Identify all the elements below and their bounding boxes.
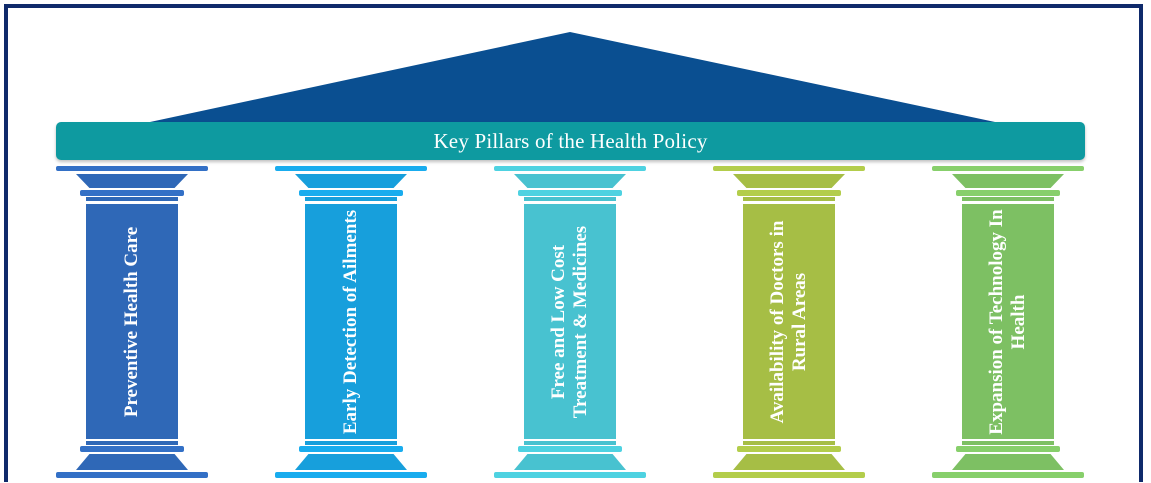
- pillar-base: [76, 454, 188, 470]
- pillar-capital: [514, 174, 626, 188]
- pillar-base-ring: [518, 446, 622, 452]
- pillar-base-neck: [962, 441, 1054, 445]
- pillar-base: [295, 454, 407, 470]
- pillar-base-neck: [524, 441, 616, 445]
- pillar-capital-slab: [275, 166, 427, 171]
- pillar-base-slab: [56, 472, 208, 478]
- pillar-preventive-health-care: Preventive Health Care: [56, 166, 208, 483]
- pillar-free-low-cost-treatment: Free and Low Cost Treatment & Medicines: [494, 166, 646, 483]
- pillar-base-neck: [305, 441, 397, 445]
- pillar-capital: [952, 174, 1064, 188]
- roof-pediment: [150, 32, 995, 122]
- pillar-base-ring: [737, 446, 841, 452]
- pillar-capital-neck: [86, 197, 178, 201]
- roof-triangle: [150, 32, 995, 122]
- pillar-label: Preventive Health Care: [121, 226, 142, 417]
- pillar-capital: [733, 174, 845, 188]
- pillar-capital-slab: [713, 166, 865, 171]
- pillar-shaft: Early Detection of Ailments: [305, 204, 397, 439]
- pillar-base: [733, 454, 845, 470]
- pillar-capital-slab: [494, 166, 646, 171]
- pillar-capital-ring: [737, 190, 841, 196]
- pillar-shaft: Free and Low Cost Treatment & Medicines: [524, 204, 616, 439]
- diagram-title: Key Pillars of the Health Policy: [433, 128, 708, 153]
- pillar-shaft: Availability of Doctors in Rural Areas: [743, 204, 835, 439]
- pillar-base-ring: [80, 446, 184, 452]
- pillar-capital-ring: [956, 190, 1060, 196]
- pillar-capital-slab: [932, 166, 1084, 171]
- pillar-base-slab: [713, 472, 865, 478]
- pillar-base: [514, 454, 626, 470]
- pillar-capital-slab: [56, 166, 208, 171]
- pillar-capital-ring: [80, 190, 184, 196]
- pillar-label: Availability of Doctors in Rural Areas: [767, 220, 810, 423]
- pillar-rural-doctors: Availability of Doctors in Rural Areas: [713, 166, 865, 483]
- pillar-capital-ring: [299, 190, 403, 196]
- pillar-base-slab: [932, 472, 1084, 478]
- pillar-health-technology: Expansion of Technology In Health: [932, 166, 1084, 483]
- pillar-label: Free and Low Cost Treatment & Medicines: [548, 225, 591, 418]
- pillar-label: Early Detection of Ailments: [340, 209, 361, 434]
- pillar-base-neck: [743, 441, 835, 445]
- pillar-shaft: Expansion of Technology In Health: [962, 204, 1054, 439]
- pillar-capital-neck: [962, 197, 1054, 201]
- pillar-capital-neck: [743, 197, 835, 201]
- pillar-capital-ring: [518, 190, 622, 196]
- pillar-base-slab: [494, 472, 646, 478]
- pillar-capital-neck: [305, 197, 397, 201]
- diagram-frame: [4, 4, 1143, 482]
- pillar-base: [952, 454, 1064, 470]
- pillar-early-detection: Early Detection of Ailments: [275, 166, 427, 483]
- header-beam: Key Pillars of the Health Policy: [56, 122, 1085, 160]
- pillar-capital-neck: [524, 197, 616, 201]
- pillar-label: Expansion of Technology In Health: [986, 208, 1029, 435]
- pillar-base-ring: [956, 446, 1060, 452]
- pillar-capital: [295, 174, 407, 188]
- pillar-shaft: Preventive Health Care: [86, 204, 178, 439]
- pillar-base-neck: [86, 441, 178, 445]
- pillar-capital: [76, 174, 188, 188]
- pillar-base-ring: [299, 446, 403, 452]
- pillar-base-slab: [275, 472, 427, 478]
